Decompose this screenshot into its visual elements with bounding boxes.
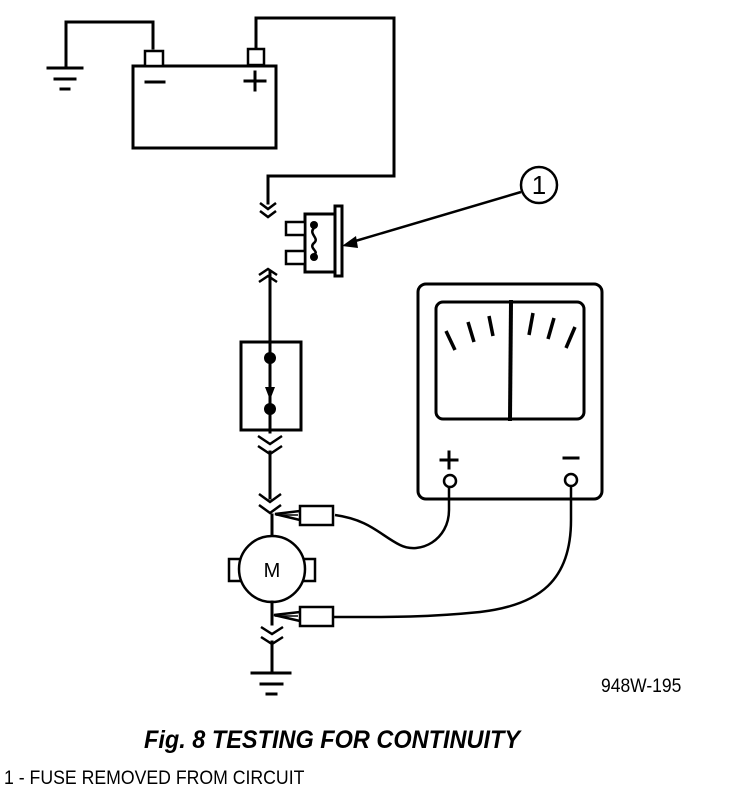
positive-feed-wire — [254, 16, 396, 205]
motor-label: M — [264, 560, 281, 582]
fuse-upper-connector — [259, 202, 277, 219]
callout-1: 1 — [342, 165, 559, 248]
battery-positive-sign — [243, 70, 267, 92]
meter-positive-terminal — [439, 450, 459, 489]
ohmmeter — [416, 282, 604, 501]
meter-negative-terminal — [562, 456, 580, 488]
figure-id: 948W-195 — [601, 676, 682, 697]
legend-item: 1 - FUSE REMOVED FROM CIRCUIT — [4, 768, 305, 789]
fuse — [284, 204, 344, 278]
battery-ground-symbol — [46, 20, 155, 91]
motor-upper-connector — [258, 492, 282, 515]
motor-ground-symbol — [250, 671, 292, 696]
callout-number: 1 — [532, 170, 546, 200]
fuse-lower-connector — [258, 267, 278, 284]
positive-test-probe — [274, 487, 451, 550]
battery-negative-terminal — [143, 49, 165, 68]
negative-test-probe — [273, 486, 573, 628]
motor: M — [227, 534, 317, 604]
battery-positive-terminal — [246, 47, 266, 67]
switch-block — [239, 340, 303, 432]
battery — [131, 47, 278, 150]
figure-title: Fig. 8 TESTING FOR CONTINUITY — [144, 726, 520, 754]
